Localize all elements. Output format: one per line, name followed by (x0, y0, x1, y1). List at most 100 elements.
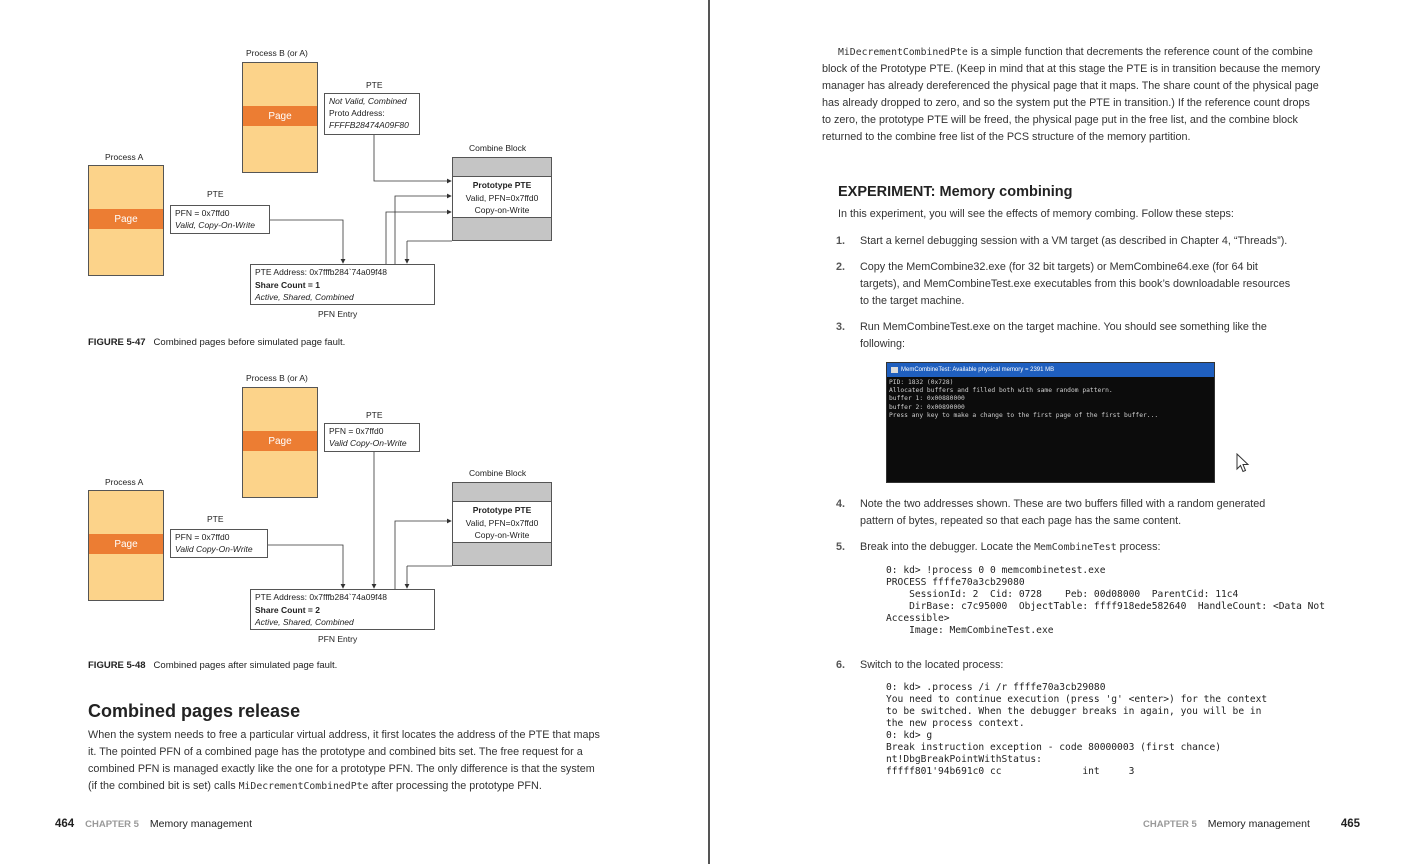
prototype-pte: Prototype PTE Valid, PFN=0x7ffd0 Copy-on… (453, 176, 551, 218)
figure-caption: FIGURE 5-48 Combined pages after simulate… (88, 660, 337, 671)
text-run: (if the combined bit is set) calls (88, 780, 239, 792)
step-6: 6. Switch to the located process: (836, 657, 1340, 674)
process-b-address-space: Page (242, 387, 318, 498)
intro-paragraph: MiDecrementCombinedPte is a simple funct… (822, 44, 1382, 146)
experiment-intro: In this experiment, you will see the eff… (838, 208, 1234, 220)
chapter-title: Memory management (149, 818, 252, 830)
pte-label: PTE (366, 80, 383, 90)
pfn-line: Active, Shared, Combined (255, 617, 354, 627)
page-block: Page (89, 534, 163, 554)
pte-label: PTE (207, 514, 224, 524)
text-run: process: (1116, 541, 1161, 553)
prototype-pte: Prototype PTE Valid, PFN=0x7ffd0 Copy-on… (453, 501, 551, 543)
page-number: 464 (55, 818, 75, 830)
step-line: Run MemCombineTest.exe on the target mac… (860, 321, 1267, 333)
step-line: following: (860, 338, 906, 350)
experiment-title: EXPERIMENT: Memory combining (838, 184, 1073, 200)
figure-caption-text: Combined pages before simulated page fau… (153, 337, 346, 348)
pte-line: PFN = 0x7ffd0 (175, 532, 230, 542)
console-output: PID: 1832 (0x728) Allocated buffers and … (889, 379, 1159, 419)
combine-gray-top (453, 158, 551, 176)
paragraph-line: combined PFN is managed exactly like the… (88, 763, 595, 775)
figure-caption: FIGURE 5-47 Combined pages before simulat… (88, 337, 345, 348)
page-footer: CHAPTER 5 Memory management 465 (1135, 818, 1360, 830)
step-1: 1. Start a kernel debugging session with… (836, 233, 1340, 250)
step-3: 3. Run MemCombineTest.exe on the target … (836, 319, 1340, 353)
step-line: Start a kernel debugging session with a … (860, 235, 1288, 247)
step-5: 5. Break into the debugger. Locate the M… (836, 539, 1340, 556)
page-footer: 464 CHAPTER 5 Memory management (55, 818, 252, 830)
combine-gray-bottom (453, 218, 551, 240)
console-title: MemCombineTest: Available physical memor… (901, 367, 1055, 373)
process-a-label: Process A (105, 152, 144, 162)
book-spine (708, 0, 710, 864)
section-heading: Combined pages release (88, 701, 301, 721)
process-b-label: Process B (or A) (246, 373, 308, 383)
code-block-step-6: 0: kd> .process /i /r ffffe70a3cb29080 Y… (886, 682, 1268, 777)
combine-block-label: Combine Block (469, 143, 527, 153)
inline-code: MiDecrementCombinedPte (838, 47, 968, 58)
process-a-address-space: Page (88, 490, 164, 601)
step-line: Switch to the located process: (860, 659, 1004, 671)
paragraph-line: manager has already dereferenced the phy… (822, 80, 1319, 92)
pte-line: PFN = 0x7ffd0 (175, 208, 230, 218)
diagram-connectors (268, 135, 452, 589)
combine-block-label: Combine Block (469, 468, 527, 478)
pte-line: Valid Copy-On-Write (329, 438, 407, 448)
combine-block: Prototype PTE Valid, PFN=0x7ffd0 Copy-on… (452, 157, 552, 241)
step-line: Break into the debugger. Locate the MemC… (860, 539, 1340, 556)
mouse-cursor-icon (1236, 453, 1250, 473)
process-a-label: Process A (105, 477, 144, 487)
inline-code: MiDecrementCombinedPte (238, 781, 369, 792)
step-4: 4. Note the two addresses shown. These a… (836, 496, 1340, 530)
pfn-line: Share Count = 2 (255, 604, 320, 615)
pte-box-process-b: Not Valid, Combined Proto Address: FFFFB… (324, 93, 420, 135)
console-title-bar: MemCombineTest: Available physical memor… (887, 363, 1214, 377)
left-page: Process B (or A) Page PTE Not Valid, Com… (55, 48, 648, 830)
process-a-address-space: Page (88, 165, 164, 276)
pfn-line: Share Count = 1 (255, 279, 320, 290)
combine-line: Valid, PFN=0x7ffd0 (465, 192, 539, 203)
page-number: 465 (1340, 818, 1360, 830)
pte-line: Valid Copy-On-Write (175, 544, 253, 554)
text-run: Break into the debugger. Locate the (860, 541, 1035, 553)
combine-line: Copy-on-Write (474, 205, 530, 215)
paragraph-line: returned to the combine free list of the… (822, 131, 1191, 143)
step-line: Note the two addresses shown. These are … (860, 498, 1266, 510)
inline-code: MemCombineTest (1034, 542, 1117, 553)
pte-box-process-b: PFN = 0x7ffd0 Valid Copy-On-Write (324, 423, 420, 452)
page-block: Page (243, 431, 317, 451)
pfn-entry-label: PFN Entry (318, 309, 358, 319)
step-2: 2. Copy the MemCombine32.exe (for 32 bit… (836, 259, 1340, 310)
step-line: targets), and MemCombineTest.exe executa… (860, 278, 1291, 290)
console-app-icon (891, 367, 898, 373)
console-window: MemCombineTest: Available physical memor… (886, 362, 1215, 483)
code-block-step-5: 0: kd> !process 0 0 memcombinetest.exe P… (886, 565, 1325, 636)
figure-number: FIGURE 5-47 (88, 337, 146, 348)
page-block: Page (243, 106, 317, 126)
combine-line: Valid, PFN=0x7ffd0 (465, 517, 539, 528)
paragraph-line: block of the Prototype PTE. (Keep in min… (822, 63, 1321, 75)
pfn-entry-box: PTE Address: 0x7fffb284`74a09f48 Share C… (250, 264, 435, 305)
process-b-label: Process B (or A) (246, 48, 308, 58)
paragraph-line: it. The pointed PFN of a combined page h… (88, 746, 583, 758)
figure-number: FIGURE 5-48 (88, 660, 146, 671)
paragraph-line: (if the combined bit is set) calls MiDec… (88, 778, 648, 795)
step-line: Copy the MemCombine32.exe (for 32 bit ta… (860, 261, 1258, 273)
pte-line: PFN = 0x7ffd0 (329, 426, 384, 436)
step-line: to the target machine. (860, 295, 965, 307)
pte-box-process-a: PFN = 0x7ffd0 Valid Copy-On-Write (170, 529, 268, 558)
pfn-entry-box: PTE Address: 0x7fffb284`74a09f48 Share C… (250, 589, 435, 630)
right-page: MiDecrementCombinedPte is a simple funct… (709, 0, 1418, 864)
pte-box-process-a: PFN = 0x7ffd0 Valid, Copy-On-Write (170, 205, 270, 234)
figure-caption-text: Combined pages after simulated page faul… (153, 660, 338, 671)
paragraph-line: When the system needs to free a particul… (88, 729, 600, 741)
step-line: pattern of bytes, repeated so that each … (860, 515, 1182, 527)
pfn-entry-label: PFN Entry (318, 634, 358, 644)
combine-gray-bottom (453, 543, 551, 565)
combine-line: Prototype PTE (472, 505, 532, 515)
step-number: 4. (836, 498, 846, 510)
paragraph-line: MiDecrementCombinedPte is a simple funct… (822, 44, 1382, 61)
pfn-line: PTE Address: 0x7fffb284`74a09f48 (255, 592, 388, 602)
pte-label: PTE (207, 189, 224, 199)
